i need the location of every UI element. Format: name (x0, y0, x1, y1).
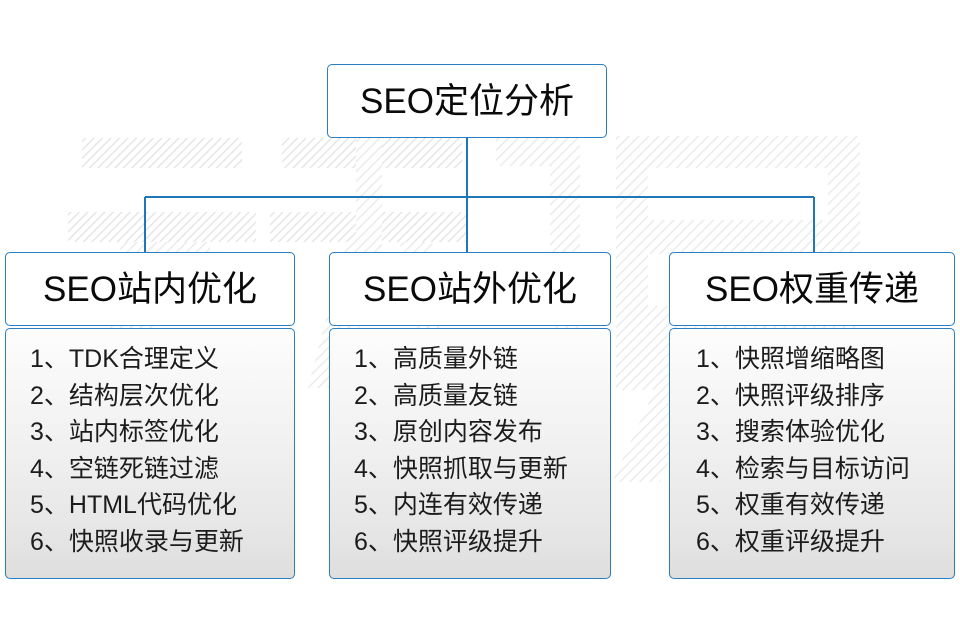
list-item-number: 4、 (30, 454, 69, 483)
branch-column-3: SEO权重传递 1、 快照增缩略图 2、 快照评级排序 3、 搜索体验优化 4、 (669, 252, 955, 579)
list-item-number: 2、 (696, 381, 735, 410)
list-item: 6、 快照评级提升 (330, 524, 610, 561)
list-item: 1、 高质量外链 (330, 341, 610, 378)
list-item-label: 高质量外链 (392, 345, 518, 373)
list-item: 4、 快照抓取与更新 (330, 451, 610, 488)
branch-item-list-2: 1、 高质量外链 2、 高质量友链 3、 原创内容发布 4、 快照抓取与更新 5… (330, 341, 610, 560)
list-item-label: 权重有效传递 (734, 491, 885, 519)
list-item-label: 快照抓取与更新 (392, 454, 568, 483)
list-item-label: 站内标签优化 (68, 418, 219, 446)
list-item-number: 1、 (30, 345, 69, 373)
branch-header-label-3: SEO权重传递 (705, 269, 919, 309)
branch-header-2[interactable]: SEO站外优化 (329, 252, 611, 326)
branch-header-label-1: SEO站内优化 (43, 269, 257, 309)
list-item-label: 搜索体验优化 (734, 418, 885, 446)
list-item-number: 4、 (354, 454, 393, 483)
root-node[interactable]: SEO定位分析 (327, 64, 607, 138)
list-item-label: 权重评级提升 (734, 527, 885, 556)
branch-body-1: 1、 TDK合理定义 2、 结构层次优化 3、 站内标签优化 4、 空链死链过滤… (5, 328, 295, 579)
branch-item-list-1: 1、 TDK合理定义 2、 结构层次优化 3、 站内标签优化 4、 空链死链过滤… (6, 341, 294, 560)
list-item-number: 6、 (696, 527, 735, 556)
branch-header-1[interactable]: SEO站内优化 (5, 252, 295, 326)
list-item-label: 原创内容发布 (392, 418, 543, 446)
list-item: 4、 空链死链过滤 (6, 451, 294, 488)
list-item-number: 3、 (354, 418, 393, 446)
list-item: 3、 搜索体验优化 (670, 414, 954, 451)
list-item: 6、 快照收录与更新 (6, 524, 294, 561)
branch-body-3: 1、 快照增缩略图 2、 快照评级排序 3、 搜索体验优化 4、 检索与目标访问… (669, 328, 955, 579)
list-item-label: TDK合理定义 (68, 345, 219, 373)
list-item-label: 快照收录与更新 (68, 527, 244, 556)
branch-body-2: 1、 高质量外链 2、 高质量友链 3、 原创内容发布 4、 快照抓取与更新 5… (329, 328, 611, 579)
branch-column-1: SEO站内优化 1、 TDK合理定义 2、 结构层次优化 3、 站内标签优化 4… (5, 252, 295, 579)
list-item-number: 3、 (30, 418, 69, 446)
list-item-number: 6、 (30, 527, 69, 556)
branch-column-2: SEO站外优化 1、 高质量外链 2、 高质量友链 3、 原创内容发布 4、 快 (329, 252, 611, 579)
list-item-number: 1、 (354, 345, 393, 373)
list-item-label: 结构层次优化 (68, 381, 219, 410)
list-item-label: 快照增缩略图 (734, 345, 885, 373)
list-item-number: 5、 (30, 491, 69, 519)
list-item-label: 检索与目标访问 (734, 454, 910, 483)
list-item-label: 内连有效传递 (392, 491, 543, 519)
list-item-label: 空链死链过滤 (68, 454, 219, 483)
list-item: 1、 快照增缩略图 (670, 341, 954, 378)
list-item-number: 6、 (354, 527, 393, 556)
list-item: 2、 结构层次优化 (6, 378, 294, 415)
list-item: 5、 权重有效传递 (670, 487, 954, 524)
list-item-number: 5、 (354, 491, 393, 519)
list-item-number: 1、 (696, 345, 735, 373)
list-item-label: HTML代码优化 (68, 491, 237, 519)
list-item: 2、 快照评级排序 (670, 378, 954, 415)
list-item-number: 2、 (30, 381, 69, 410)
root-node-label: SEO定位分析 (360, 81, 574, 121)
list-item-number: 2、 (354, 381, 393, 410)
list-item: 1、 TDK合理定义 (6, 341, 294, 378)
list-item-number: 3、 (696, 418, 735, 446)
list-item: 4、 检索与目标访问 (670, 451, 954, 488)
list-item: 5、 内连有效传递 (330, 487, 610, 524)
list-item-label: 快照评级提升 (392, 527, 543, 556)
list-item: 6、 权重评级提升 (670, 524, 954, 561)
list-item-label: 高质量友链 (392, 381, 518, 410)
branch-header-label-2: SEO站外优化 (363, 269, 577, 309)
branch-item-list-3: 1、 快照增缩略图 2、 快照评级排序 3、 搜索体验优化 4、 检索与目标访问… (670, 341, 954, 560)
list-item: 5、 HTML代码优化 (6, 487, 294, 524)
list-item: 3、 站内标签优化 (6, 414, 294, 451)
list-item: 3、 原创内容发布 (330, 414, 610, 451)
branch-header-3[interactable]: SEO权重传递 (669, 252, 955, 326)
list-item-number: 5、 (696, 491, 735, 519)
list-item: 2、 高质量友链 (330, 378, 610, 415)
list-item-label: 快照评级排序 (734, 381, 885, 410)
list-item-number: 4、 (696, 454, 735, 483)
